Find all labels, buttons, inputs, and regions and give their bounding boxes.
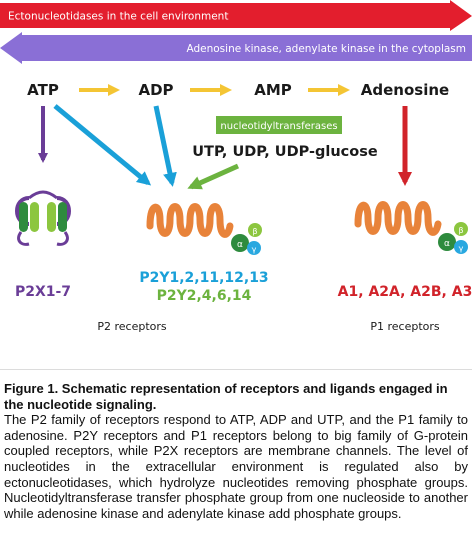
p2y-beta-label: β: [252, 227, 257, 236]
p1-alpha-label: α: [444, 239, 450, 249]
caption-body: The P2 family of receptors respond to AT…: [4, 412, 468, 521]
transferase-label: nucleotidyltransferases: [220, 121, 337, 132]
kinase-label: Adenosine kinase, adenylate kinase in th…: [186, 43, 466, 55]
ectonucleotidase-arrow: Ectonucleotidases in the cell environmen…: [0, 0, 472, 31]
p1-gamma-label: γ: [459, 244, 464, 253]
diagram-divider: [0, 369, 472, 370]
p2y-receptor-icon: α β γ: [146, 203, 262, 255]
p2x-label: P2X1-7: [15, 284, 71, 300]
p2-receptors-label: P2 receptors: [97, 320, 167, 333]
p2y-label-line2: P2Y2,4,6,14: [157, 288, 252, 304]
p1-receptors-label: P1 receptors: [370, 320, 440, 333]
p2x-channel-icon: [15, 190, 71, 246]
transferase-box: nucleotidyltransferases: [216, 116, 342, 134]
p1-label: A1, A2A, A2B, A3: [338, 284, 472, 300]
adenosine-label: Adenosine: [361, 81, 449, 99]
ligands-label: UTP, UDP, UDP-glucose: [192, 144, 378, 160]
nucleotide-signaling-diagram: Ectonucleotidases in the cell environmen…: [0, 0, 472, 333]
ectonucleotidase-label: Ectonucleotidases in the cell environmen…: [8, 11, 228, 23]
p2y-gamma-label: γ: [252, 245, 257, 254]
adp-to-p2y-arrow: [153, 105, 177, 187]
p1-receptor-icon: α β γ: [354, 201, 468, 254]
p1-beta-label: β: [458, 226, 463, 235]
atp-to-p2y-arrow: [53, 104, 152, 186]
amp-label: AMP: [254, 81, 292, 99]
atp-label: ATP: [27, 81, 59, 99]
kinase-arrow: Adenosine kinase, adenylate kinase in th…: [0, 32, 472, 64]
p2y-alpha-label: α: [237, 240, 243, 250]
ligands-to-p2y-arrow: [187, 163, 240, 190]
p2y-label-line1: P2Y1,2,11,12,13: [139, 270, 268, 286]
caption-title: Figure 1. Schematic representation of re…: [4, 381, 448, 412]
figure-caption: Figure 1. Schematic representation of re…: [4, 381, 468, 521]
adp-label: ADP: [138, 81, 173, 99]
